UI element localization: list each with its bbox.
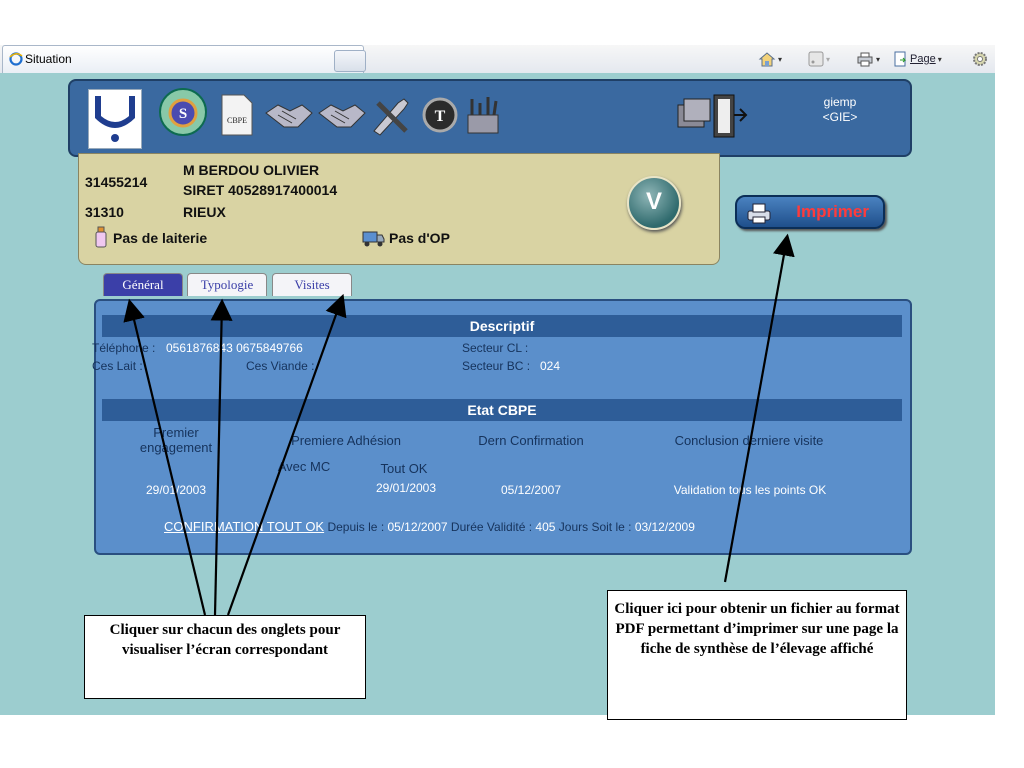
arrow-to-tab-typologie xyxy=(210,298,233,616)
confirmation-line: CONFIRMATION TOUT OK Depuis le : 05/12/2… xyxy=(164,519,695,534)
ie-icon xyxy=(9,52,23,66)
descriptif-header: Descriptif xyxy=(102,315,902,337)
t-button[interactable]: T xyxy=(418,93,462,137)
conclusion-value: Validation tous les points OK xyxy=(673,483,827,497)
situation-button[interactable]: S xyxy=(158,87,208,137)
browser-tab-bar: Situation ▾ ▾ ▾ Page ▾ xyxy=(0,45,995,74)
situation-s-icon: S xyxy=(159,88,207,136)
svg-text:CBPE: CBPE xyxy=(227,116,247,125)
tools-menu-button[interactable] xyxy=(972,50,988,68)
toolbox-button[interactable] xyxy=(462,93,506,137)
rss-feed-icon xyxy=(808,51,824,67)
premier-engagement-header: Premier engagement xyxy=(139,425,213,455)
farm-id: 31455214 xyxy=(85,174,148,190)
avec-mc-header: Avec MC xyxy=(277,459,331,474)
toolbox-icon xyxy=(467,97,499,134)
telephone-value: 0561876843 0675849766 xyxy=(166,341,303,355)
app-area: S CBPE xyxy=(0,73,995,715)
new-tab-button[interactable] xyxy=(334,50,366,72)
truck-icon xyxy=(362,231,385,247)
tout-ok-header: Tout OK xyxy=(380,461,428,476)
arrow-to-tab-general xyxy=(123,298,207,616)
browser-tab[interactable]: Situation xyxy=(2,45,364,74)
ces-viande-label: Ces Viande : xyxy=(246,359,315,373)
depuis-label: Depuis le : xyxy=(327,520,385,534)
soit-label: Jours Soit le : xyxy=(558,520,632,534)
feeds-button[interactable]: ▾ xyxy=(808,50,830,68)
dern-confirmation-value: 05/12/2007 xyxy=(500,483,562,497)
cbpe-document-icon: CBPE xyxy=(221,94,253,136)
chevron-down-icon: ▾ xyxy=(778,54,783,64)
tab-visites[interactable]: Visites xyxy=(272,273,352,296)
page-menu-button[interactable]: Page ▾ xyxy=(892,50,942,68)
farm-card: 31455214 M BERDOU OLIVIER SIRET 40528917… xyxy=(78,153,720,265)
logo-icon xyxy=(95,96,135,142)
print-menu-button[interactable]: ▾ xyxy=(856,50,880,68)
browser-tab-title: Situation xyxy=(25,52,72,66)
svg-text:S: S xyxy=(179,106,187,122)
ces-lait-label: Ces Lait : xyxy=(92,359,143,373)
secteur-cl-label: Secteur CL : xyxy=(462,341,529,355)
confirmation-link[interactable]: CONFIRMATION TOUT OK xyxy=(164,519,325,534)
etat-cbpe-header: Etat CBPE xyxy=(102,399,902,421)
premiere-adhesion-header: Premiere Adhésion xyxy=(291,433,401,448)
exit-icon xyxy=(677,94,748,138)
handshake-button-1[interactable] xyxy=(262,93,314,137)
printer-icon xyxy=(857,52,873,67)
user-info: giemp <GIE> xyxy=(795,95,885,125)
tout-ok-value: 29/01/2003 xyxy=(375,481,437,495)
logo xyxy=(88,89,142,149)
page-menu-label: Page xyxy=(910,53,936,65)
app-header: S CBPE xyxy=(68,79,912,157)
user-group: <GIE> xyxy=(822,110,858,124)
user-name: giemp xyxy=(823,95,857,109)
chevron-down-icon: ▾ xyxy=(826,54,831,64)
tools-icon xyxy=(373,98,409,136)
validate-v-button[interactable]: V xyxy=(627,176,681,230)
callout-print: Cliquer ici pour obtenir un fichier au f… xyxy=(607,590,907,720)
arrow-to-print-button xyxy=(723,233,795,583)
t-icon: T xyxy=(422,97,458,133)
duree-value: 405 xyxy=(535,520,556,534)
farm-siret: SIRET 40528917400014 xyxy=(183,182,338,198)
dairy-status: Pas de laiterie xyxy=(113,230,208,246)
printer-icon xyxy=(747,203,771,224)
gear-icon xyxy=(973,52,987,66)
milk-bottle-icon xyxy=(95,226,107,248)
handshake-icon xyxy=(318,104,366,128)
handshake-icon xyxy=(265,104,313,128)
general-panel: Descriptif Téléphone : 0561876843 067584… xyxy=(92,299,912,555)
farm-owner: M BERDOU OLIVIER xyxy=(183,162,320,178)
duree-label: Durée Validité : xyxy=(450,520,533,534)
chevron-down-icon: ▾ xyxy=(876,54,881,64)
exit-button[interactable] xyxy=(676,91,748,141)
conclusion-header: Conclusion derniere visite xyxy=(674,433,824,448)
handshake-button-2[interactable] xyxy=(315,93,367,137)
op-status: Pas d'OP xyxy=(389,230,450,246)
tab-general[interactable]: Général xyxy=(103,273,183,296)
depuis-value: 05/12/2007 xyxy=(387,520,448,534)
print-button[interactable]: Imprimer xyxy=(735,195,885,229)
secteur-bc-label: Secteur BC : xyxy=(462,359,531,373)
svg-text:T: T xyxy=(435,108,446,125)
print-button-label: Imprimer xyxy=(796,202,869,221)
page-icon xyxy=(894,51,907,67)
farm-city: RIEUX xyxy=(183,204,226,220)
chevron-down-icon: ▾ xyxy=(937,54,942,64)
home-button[interactable]: ▾ xyxy=(758,50,782,68)
tools-button[interactable] xyxy=(368,93,416,137)
farm-postcode: 31310 xyxy=(85,204,124,220)
callout-tabs: Cliquer sur chacun des onglets pour visu… xyxy=(84,615,366,699)
secteur-bc-value: 024 xyxy=(540,359,561,373)
dern-confirmation-header: Dern Confirmation xyxy=(478,433,584,448)
tab-typologie[interactable]: Typologie xyxy=(187,273,267,296)
cbpe-button[interactable]: CBPE xyxy=(216,93,260,137)
soit-value: 03/12/2009 xyxy=(634,520,695,534)
arrow-to-tab-visites xyxy=(226,293,347,616)
home-icon xyxy=(758,52,776,67)
